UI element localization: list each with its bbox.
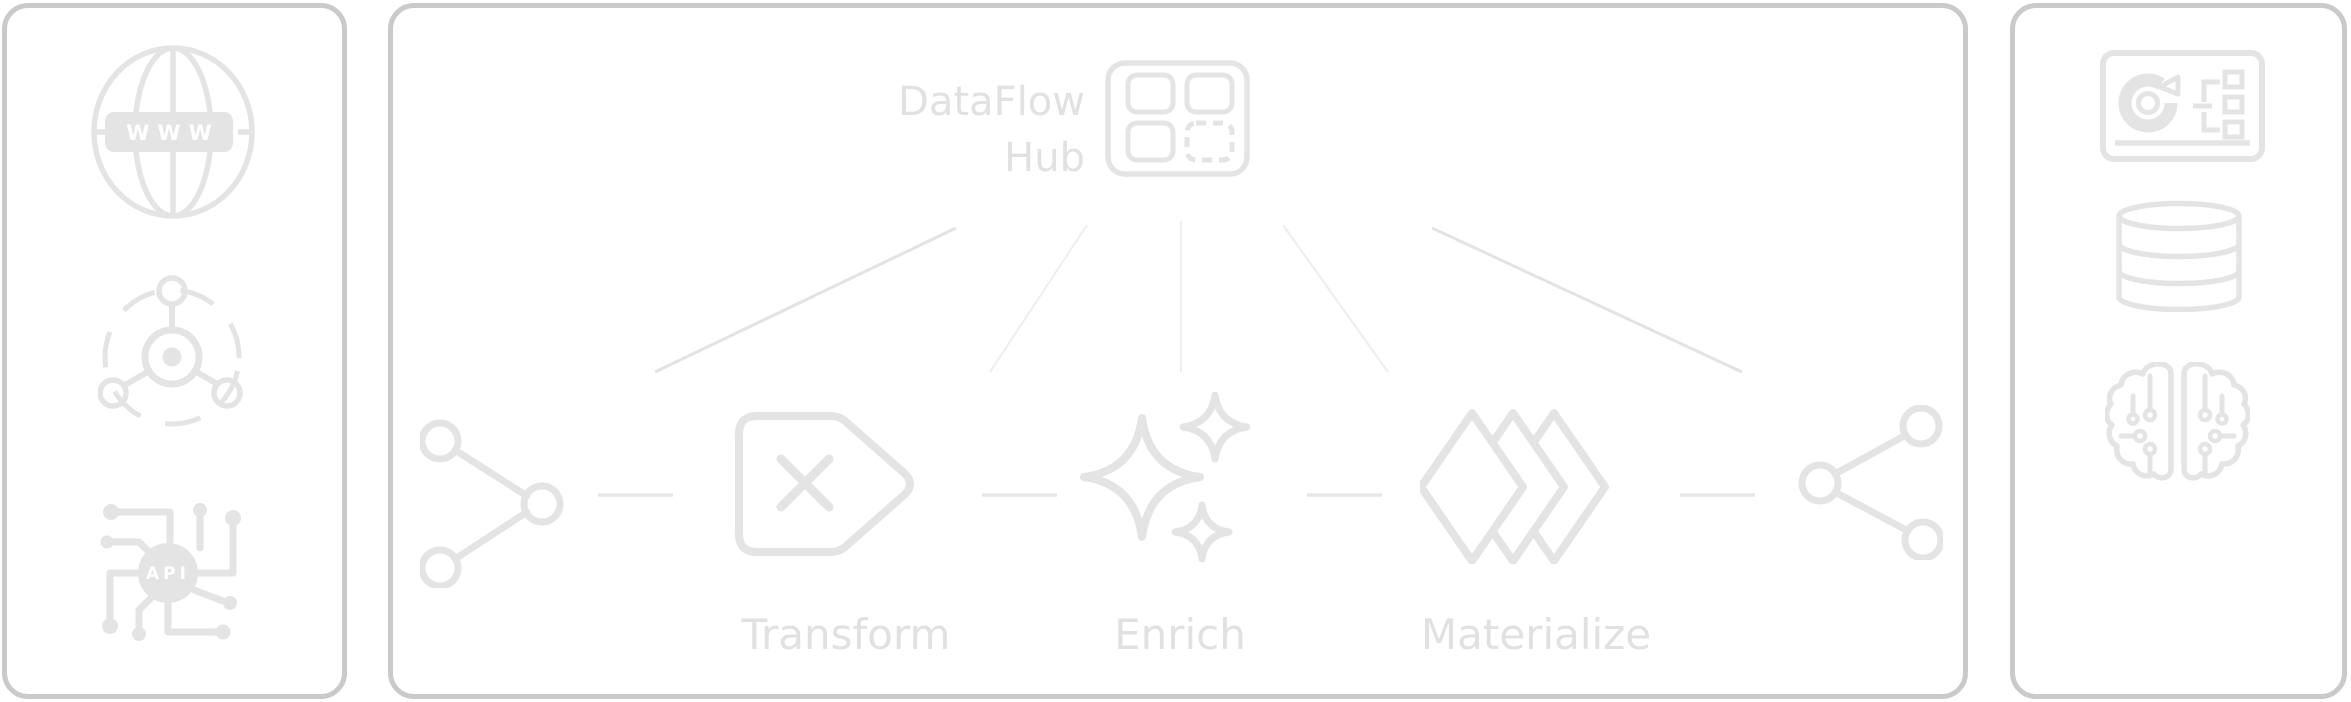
www-badge-label: WWW <box>126 121 220 145</box>
ai-brain-icon <box>2105 362 2250 481</box>
analytics-dashboard-icon <box>2100 50 2265 162</box>
brain-right-hemisphere <box>2181 362 2250 481</box>
hub-title: DataFlow Hub <box>805 74 1085 186</box>
split-icon <box>1798 405 1943 560</box>
stage-label-materialize: Materialize <box>1420 610 1652 659</box>
hub-title-line1: DataFlow <box>898 79 1085 125</box>
app-grid-icon <box>1105 60 1250 177</box>
distributed-network-icon <box>98 275 243 427</box>
merge-icon <box>420 419 564 588</box>
brain-left-hemisphere <box>2105 362 2174 481</box>
dashed-slot <box>1184 120 1235 163</box>
sources-panel: WWW <box>2 3 347 699</box>
stage-label-transform: Transform <box>741 610 951 659</box>
stage-label-enrich: Enrich <box>1114 610 1246 659</box>
list-squares <box>2222 69 2245 140</box>
api-badge-label: API <box>146 564 190 584</box>
destinations-panel <box>2010 3 2347 699</box>
enrich-sparkles-icon <box>1080 392 1250 562</box>
x-glyph <box>776 454 834 512</box>
list-brackets <box>2193 79 2220 133</box>
hub-title-line2: Hub <box>1004 135 1085 181</box>
api-chip-icon: API <box>100 503 241 641</box>
transform-icon <box>735 412 914 556</box>
connector-lines <box>598 221 1755 497</box>
materialize-layers-icon <box>1420 409 1609 564</box>
www-globe-icon: WWW <box>91 45 255 219</box>
database-icon <box>2116 200 2242 312</box>
hub-panel: DataFlow Hub <box>388 3 1968 699</box>
